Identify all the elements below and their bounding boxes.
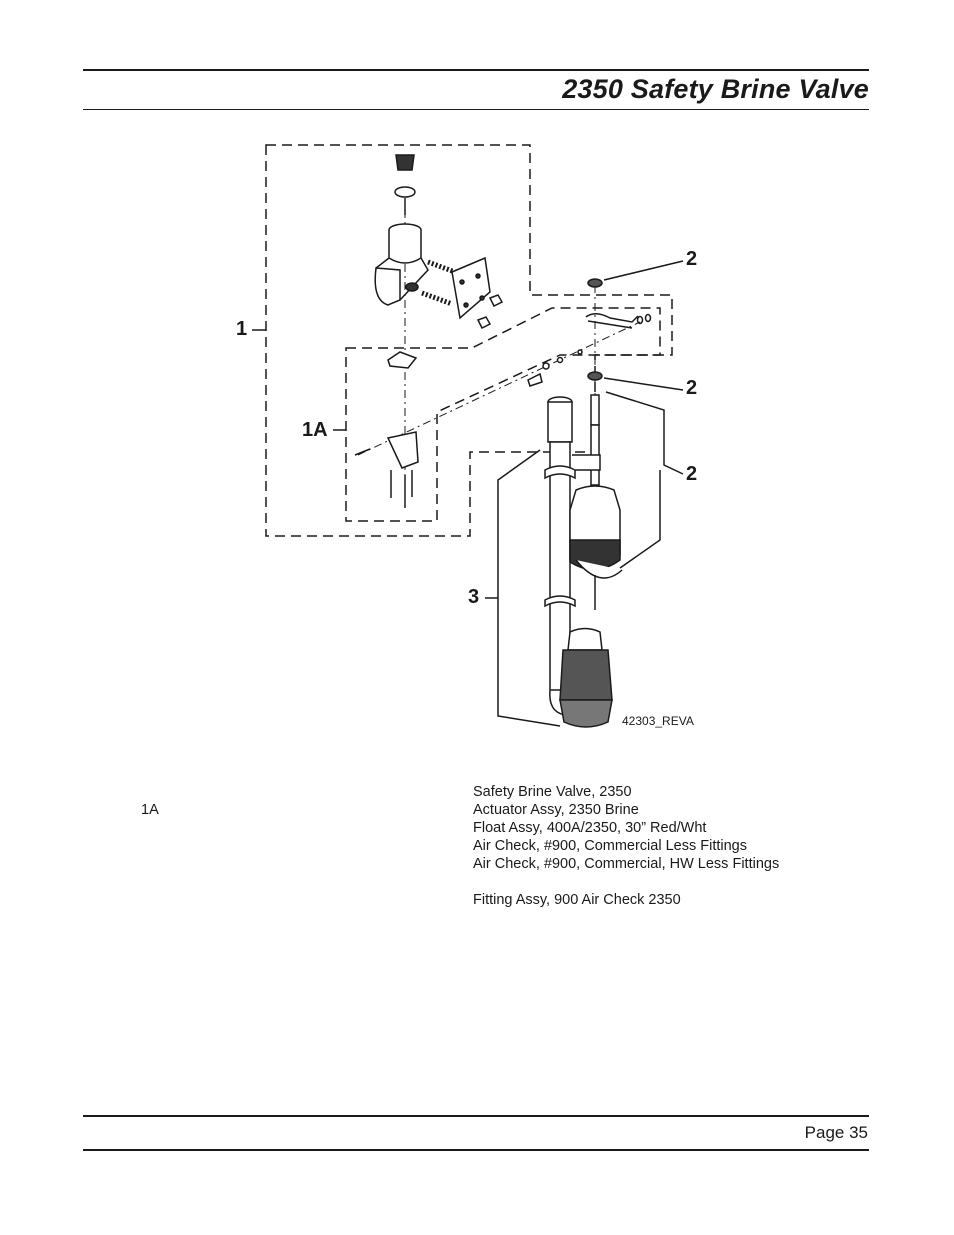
leader-2a — [603, 260, 684, 281]
item-number — [141, 891, 341, 909]
centerline-diagonal — [357, 321, 641, 456]
springs-icon — [421, 259, 456, 307]
screws-icon — [390, 470, 413, 508]
callout-3: 3 — [468, 586, 480, 608]
part-description: Fitting Assy, 900 Air Check 2350 — [473, 892, 681, 908]
item-number: 1A — [141, 802, 159, 818]
cap-knob-icon — [394, 154, 416, 215]
item-number — [141, 873, 341, 891]
item-number — [141, 819, 341, 837]
part-description — [473, 873, 873, 891]
parts-item-numbers: 1A — [141, 783, 341, 909]
item-number — [141, 855, 341, 873]
nut-icon — [476, 294, 504, 330]
linkage-arm-icon — [585, 313, 652, 329]
air-check-icon — [559, 627, 613, 728]
assembly-1-boundary — [265, 144, 673, 537]
page-title: 2350 Safety Brine Valve — [562, 74, 869, 104]
parts-descriptions: Safety Brine Valve, 2350 Actuator Assy, … — [473, 783, 873, 909]
header-rule-bottom — [83, 109, 869, 110]
washer-icon — [587, 278, 603, 381]
leader-3 — [485, 449, 561, 727]
mounting-plate-icon — [451, 256, 491, 320]
small-fittings-icon — [527, 349, 583, 387]
assembly-1a-boundary — [345, 307, 661, 522]
valve-body-icon — [374, 223, 429, 306]
clip-icon — [354, 351, 419, 469]
leader-2b — [603, 377, 684, 391]
part-description: Float Assy, 400A/2350, 30” Red/Wht — [473, 820, 707, 836]
page-number: Page 35 — [804, 1123, 868, 1142]
part-description: Safety Brine Valve, 2350 — [473, 784, 632, 800]
part-description: Air Check, #900, Commercial, HW Less Fit… — [473, 856, 780, 872]
callout-2-top: 2 — [686, 248, 698, 270]
callout-2-bottom: 2 — [686, 463, 698, 485]
float-rod-icon — [590, 394, 600, 486]
header-rule-top — [83, 69, 869, 71]
leader-2c — [605, 391, 684, 569]
float-icon — [569, 485, 623, 610]
item-number — [141, 837, 341, 855]
item-number — [141, 783, 341, 801]
part-description: Actuator Assy, 2350 Brine — [473, 802, 639, 818]
callout-1: 1 — [236, 318, 248, 340]
footer-rule-bottom — [83, 1149, 869, 1151]
callout-1a: 1A — [302, 419, 328, 441]
drawing-number: 42303_REVA — [622, 714, 694, 728]
footer-rule-top — [83, 1115, 869, 1117]
part-description: Air Check, #900, Commercial Less Fitting… — [473, 838, 747, 854]
callout-2-middle: 2 — [686, 377, 698, 399]
